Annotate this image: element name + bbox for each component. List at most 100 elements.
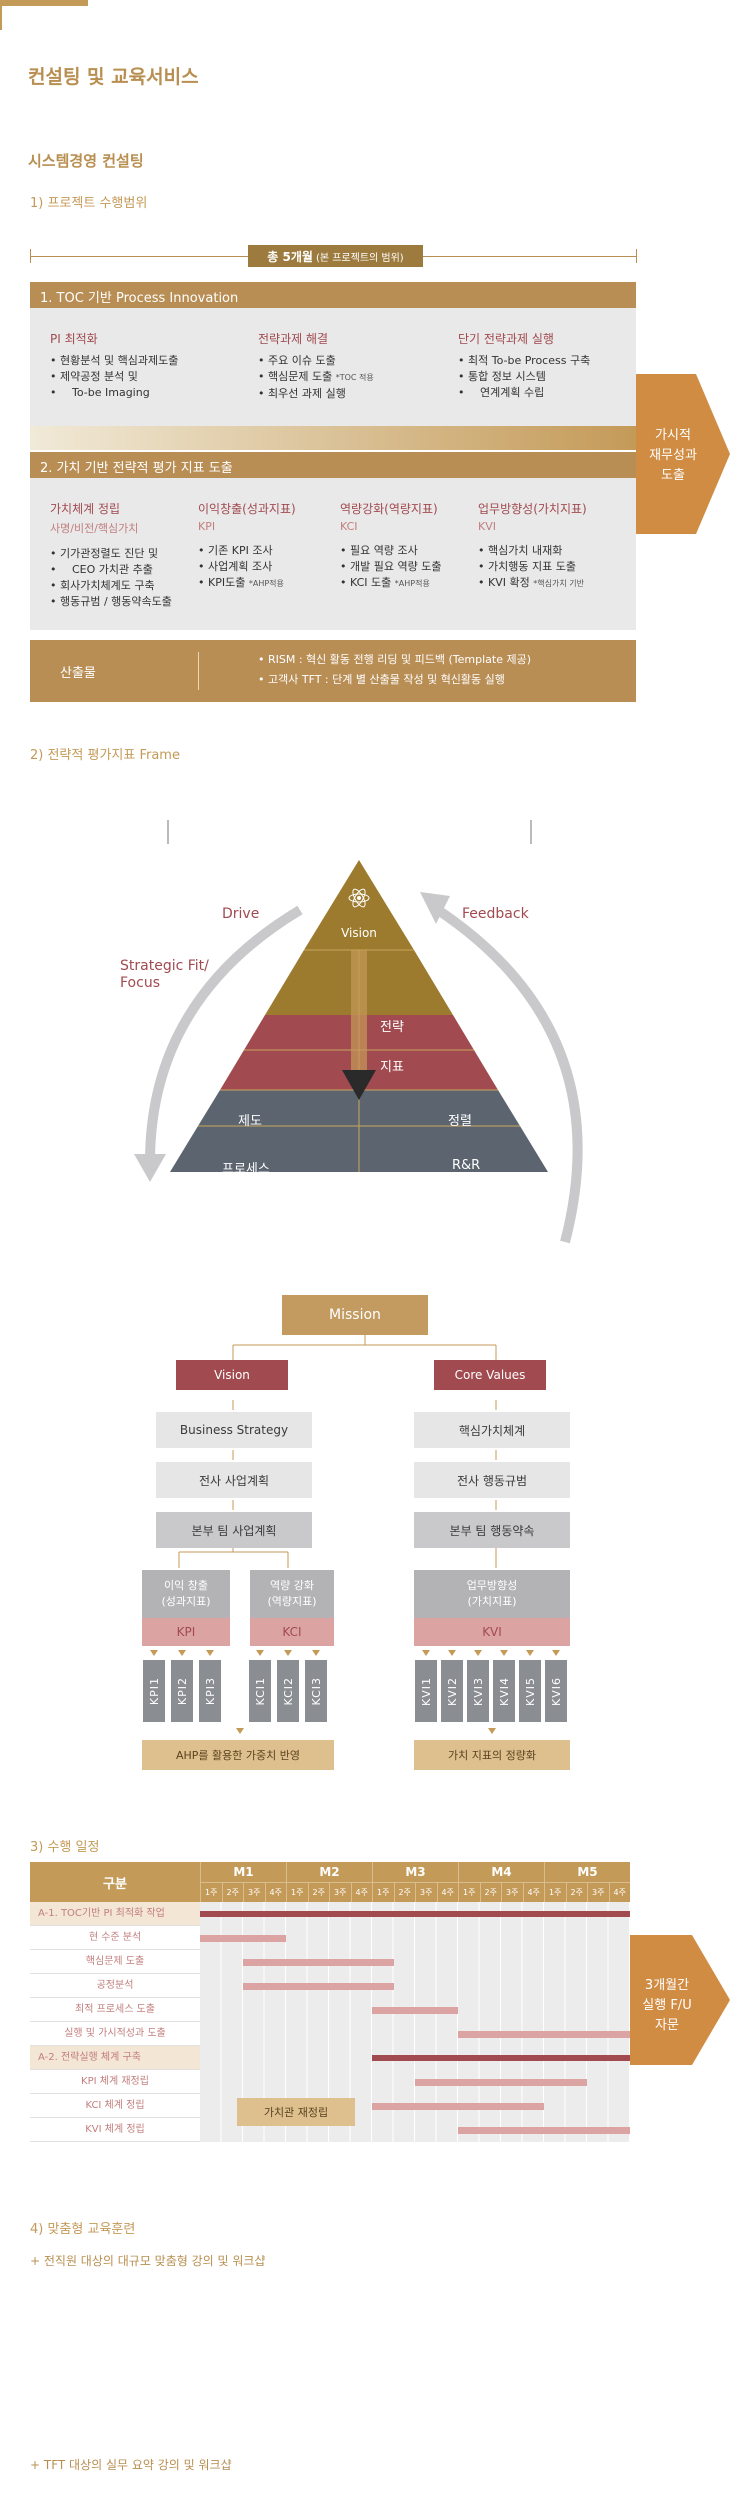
kvi-item-label: KVI1 xyxy=(419,1676,433,1706)
kci-group-box: 역량 강화 (역량지표) xyxy=(250,1570,334,1618)
week-label: 4주 xyxy=(522,1882,544,1902)
code-of-conduct-box: 전사 행동규범 xyxy=(414,1462,570,1498)
part2-col-4: 업무방향성(가치지표) KVI 핵심가치 내재화 가치행동 지표 도출 KVI … xyxy=(478,500,638,592)
schedule-bar xyxy=(458,2030,630,2038)
ahp-note: *AHP적용 xyxy=(394,579,430,588)
part2-col-2: 이익창출(성과지표) KPI 기존 KPI 조사 사업계획 조사 KPI도출 *… xyxy=(198,500,338,592)
schedule-bar xyxy=(372,2102,544,2110)
kvi-item: KVI2 xyxy=(441,1660,463,1722)
part2-item: 회사가치체계도 구축 xyxy=(50,578,200,594)
week-label: 2주 xyxy=(565,1882,587,1902)
schedule-group-bar xyxy=(200,1911,630,1917)
kpi-group-line: 이익 창출 xyxy=(164,1579,208,1592)
part1-title: 1. TOC 기반 Process Innovation xyxy=(30,282,636,308)
output-item-text: RISM : 혁신 활동 전행 리딩 및 피드백 (Template 제공) xyxy=(268,653,531,666)
training-item-1: + 전직원 대상의 대규모 맞춤형 강의 및 워크샵 xyxy=(30,2254,266,2268)
output-item-text: 고객사 TFT : 단계 별 산출물 작성 및 혁신활동 실행 xyxy=(268,673,505,686)
month-label: M4 xyxy=(458,1862,544,1882)
pyramid-diagram xyxy=(134,820,583,1244)
week-label: 2주 xyxy=(393,1882,415,1902)
week-label: 1주 xyxy=(200,1882,222,1902)
pyramid-org: 조직구조 xyxy=(210,1200,258,1215)
schedule-row-label: KVI 체계 정립 xyxy=(85,2124,145,2135)
output-item: • 고객사 TFT : 단계 별 산출물 작성 및 혁신활동 실행 xyxy=(258,673,505,686)
arrow-down-icon xyxy=(178,1650,186,1656)
strategic-fit-label: Strategic Fit/ Focus xyxy=(120,958,209,992)
kpi-item-label: KPI3 xyxy=(203,1676,217,1706)
pyramid-rr: R&R xyxy=(452,1158,481,1173)
pyramid-process: 프로세스 xyxy=(222,1162,270,1177)
kci-group-line: 역량 강화 xyxy=(270,1579,314,1592)
part2-col-head: 가치체계 정립 xyxy=(50,502,121,516)
arrow-down-icon xyxy=(236,1728,244,1734)
week-label: 3주 xyxy=(587,1882,609,1902)
schedule-col-head: 구분 xyxy=(103,1876,127,1892)
scope-heading: 1) 프로젝트 수행범위 xyxy=(30,196,148,211)
part2-item: 핵심가치 내재화 xyxy=(478,543,638,559)
part2-col-sub: KVI xyxy=(478,520,496,533)
arrow-down-icon xyxy=(422,1650,430,1656)
week-label: 3주 xyxy=(415,1882,437,1902)
part2-col-head: 업무방향성(가치지표) xyxy=(478,502,587,516)
week-label: 3주 xyxy=(243,1882,265,1902)
part1-col-head: PI 최적화 xyxy=(50,332,98,346)
schedule-bar xyxy=(458,2126,630,2134)
week-label: 1주 xyxy=(458,1882,480,1902)
part1-item: 제약공정 분석 및 xyxy=(50,369,250,385)
kpi-group-box: 이익 창출 (성과지표) xyxy=(142,1570,230,1618)
pyramid-strategy: 전략 xyxy=(380,1020,404,1035)
month-label: M3 xyxy=(372,1862,458,1882)
part2-col-1: 가치체계 정립 사명/비전/핵심가치 기가관정렬도 진단 및 CEO 가치관 추… xyxy=(50,500,200,610)
kvi-item: KVI1 xyxy=(415,1660,437,1722)
arrow-down-icon xyxy=(488,1728,496,1734)
tree-connectors xyxy=(178,1335,497,1568)
pyramid-vision: Vision xyxy=(341,926,377,940)
arrow-down-icon xyxy=(474,1650,482,1656)
part1-col-3: 단기 전략과제 실행 최적 To-be Process 구축 통합 정보 시스템… xyxy=(458,330,638,401)
kvi-item: KVI3 xyxy=(467,1660,489,1722)
corner-decoration xyxy=(0,0,88,6)
output-list: • RISM : 혁신 활동 전행 리딩 및 피드백 (Template 제공)… xyxy=(258,650,531,690)
part1-item: 현황분석 및 핵심과제도출 xyxy=(50,353,250,369)
business-strategy-box: Business Strategy xyxy=(156,1412,312,1448)
team-promise-box: 본부 팀 행동약속 xyxy=(414,1512,570,1548)
part1-item: 연계계획 수립 xyxy=(458,385,638,401)
part1-col-head: 전략과제 해결 xyxy=(258,332,329,346)
month-label: M5 xyxy=(544,1862,630,1882)
part2-item: KCI 도출 *AHP적용 xyxy=(340,575,480,592)
ahp-note: *AHP적용 xyxy=(248,579,284,588)
kci-label: KCI xyxy=(250,1618,334,1646)
followup-line: 실행 F/U xyxy=(642,1998,692,2013)
duration-badge: 총 5개월 (본 프로젝트의 범위) xyxy=(248,245,423,267)
kvi-item: KVI6 xyxy=(545,1660,567,1722)
output-item: • RISM : 혁신 활동 전행 리딩 및 피드백 (Template 제공) xyxy=(258,653,531,666)
kci-item-label: KCI1 xyxy=(253,1676,267,1706)
vision-box: Vision xyxy=(176,1360,288,1390)
followup-line: 자문 xyxy=(655,2018,679,2033)
gold-gradient-divider xyxy=(30,426,636,450)
week-label: 1주 xyxy=(286,1882,308,1902)
result-arrow-shape xyxy=(636,374,730,534)
arrow-down-icon xyxy=(500,1650,508,1656)
kvi-item: KVI4 xyxy=(493,1660,515,1722)
part2-item: KVI 확정 *핵심가치 기반 xyxy=(478,575,638,592)
arrow-down-icon xyxy=(448,1650,456,1656)
pyramid-align: 정렬 xyxy=(448,1114,472,1129)
strategic-fit-line: Focus xyxy=(120,975,160,991)
week-label: 4주 xyxy=(350,1882,372,1902)
part2-item: 기존 KPI 조사 xyxy=(198,543,338,559)
kvi-item-label: KVI5 xyxy=(523,1676,537,1706)
drive-label: Drive xyxy=(222,906,260,922)
duration-note: (본 프로젝트의 범위) xyxy=(315,252,404,264)
schedule-row-label: 최적 프로세스 도출 xyxy=(75,2004,155,2015)
week-label: 2주 xyxy=(221,1882,243,1902)
feedback-label: Feedback xyxy=(462,906,529,922)
part2-item: 행동규범 / 행동약속도출 xyxy=(50,594,200,610)
part1-col-1: PI 최적화 현황분석 및 핵심과제도출 제약공정 분석 및 To-be Ima… xyxy=(50,330,250,401)
kci-group-line: (역량지표) xyxy=(267,1595,317,1608)
kvi-group-line: (가치지표) xyxy=(467,1595,517,1608)
part1-col-head: 단기 전략과제 실행 xyxy=(458,332,554,346)
schedule-group-bar xyxy=(372,2055,630,2061)
part2-title: 2. 가치 기반 전략적 평가 지표 도출 xyxy=(30,452,636,478)
toc-note: *TOC 적용 xyxy=(335,373,374,382)
